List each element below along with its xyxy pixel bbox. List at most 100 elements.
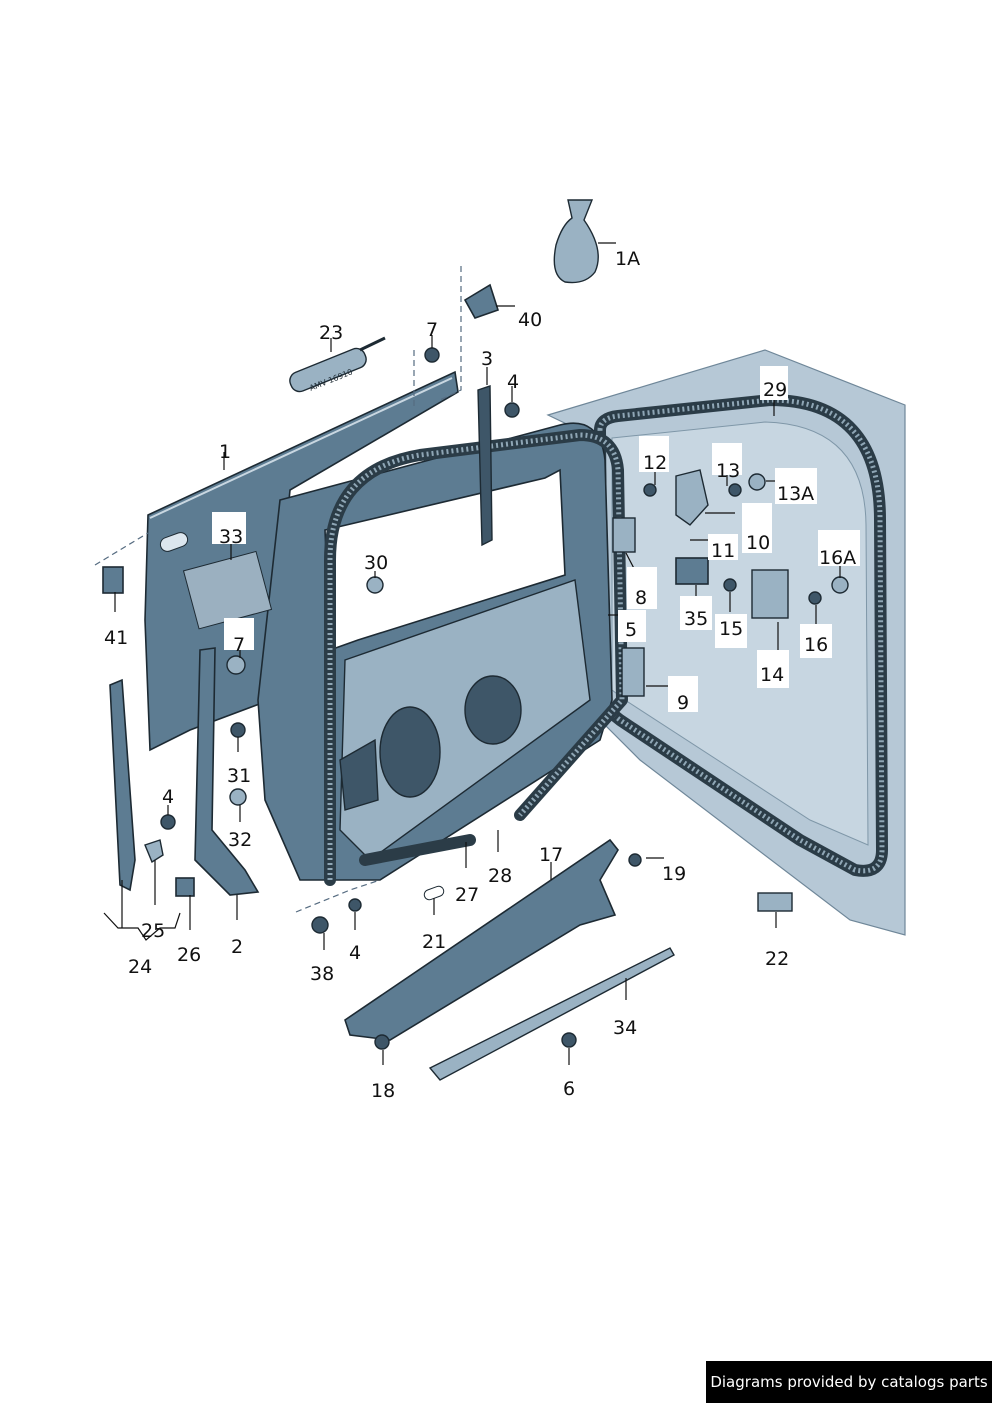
label-13A: 13A — [777, 483, 814, 505]
cover-35 — [675, 557, 709, 585]
label-25: 25 — [141, 920, 165, 942]
label-5: 5 — [625, 619, 637, 641]
label-15: 15 — [719, 618, 743, 640]
label-22: 22 — [765, 948, 789, 970]
label-bg-11 — [708, 534, 738, 560]
label-38: 38 — [310, 963, 334, 985]
label-18: 18 — [371, 1080, 395, 1102]
label-13: 13 — [716, 460, 740, 482]
hinge-upper — [675, 469, 709, 526]
label-12: 12 — [643, 452, 667, 474]
label-16: 16 — [804, 634, 828, 656]
screw-4-bottom — [348, 898, 362, 912]
label-3: 3 — [481, 348, 493, 370]
sill-strip-34 — [428, 947, 675, 1081]
bolt-16 — [808, 591, 822, 605]
speaker-opening — [379, 706, 441, 798]
label-bg-7b — [224, 618, 254, 650]
outer-door-skin-edge — [149, 377, 453, 519]
door-seal-lower — [359, 834, 476, 866]
clip-41 — [102, 566, 124, 594]
leader-lines — [103, 242, 841, 1065]
label-16A: 16A — [819, 547, 856, 569]
check-strap-14 — [751, 569, 789, 619]
label-34: 34 — [613, 1017, 637, 1039]
label-19: 19 — [662, 863, 686, 885]
assembly-line-38 — [295, 879, 381, 913]
bolt-15 — [723, 578, 737, 592]
cover-22 — [757, 892, 793, 912]
guide-rail-3 — [477, 385, 493, 547]
label-40: 40 — [518, 309, 542, 331]
label-33: 33 — [219, 526, 243, 548]
label-26: 26 — [177, 944, 201, 966]
nut-16a — [831, 576, 849, 594]
clip-25 — [144, 839, 164, 864]
label-bg-15 — [715, 614, 747, 648]
bolt-12 — [643, 483, 657, 497]
label-1A: 1A — [615, 248, 640, 270]
bolt-38 — [311, 916, 329, 934]
label-17: 17 — [539, 844, 563, 866]
clip-26 — [175, 877, 195, 897]
clip-31 — [230, 722, 246, 738]
label-11: 11 — [711, 540, 735, 562]
label-24: 24 — [128, 956, 152, 978]
grease-bag — [553, 199, 599, 284]
plug-30 — [366, 576, 384, 594]
label-14: 14 — [760, 664, 784, 686]
clip-7-lower — [226, 655, 246, 675]
label-21: 21 — [422, 931, 446, 953]
bolt-13 — [728, 483, 742, 497]
label-bg-29 — [760, 366, 788, 400]
nut-13a — [748, 473, 766, 491]
seal-strip-2 — [194, 647, 260, 896]
clip-6 — [561, 1032, 577, 1048]
door-seal-upper-texture — [327, 432, 625, 880]
door-handle-recess — [159, 532, 189, 552]
label-2: 2 — [231, 936, 243, 958]
label-bg-35 — [680, 596, 712, 630]
clip-7 — [424, 347, 440, 363]
label-bg-13 — [712, 443, 742, 475]
label-32: 32 — [228, 829, 252, 851]
label-6: 6 — [563, 1078, 575, 1100]
screw-4-left — [160, 814, 176, 830]
label-7-lower: 7 — [233, 634, 245, 656]
label-bg-13a — [775, 468, 817, 504]
label-31: 31 — [227, 765, 251, 787]
label-bg-5 — [618, 610, 646, 642]
plug-32 — [229, 788, 247, 806]
label-7-top: 7 — [426, 319, 438, 341]
assembly-line-41 — [94, 532, 149, 566]
seal-strip-24 — [109, 678, 136, 892]
label-bg-16a — [818, 530, 860, 566]
label-23: 23 — [319, 322, 343, 344]
label-4-top: 4 — [507, 371, 519, 393]
label-10: 10 — [746, 532, 770, 554]
label-bg-12 — [639, 436, 669, 472]
label-9: 9 — [677, 692, 689, 714]
lower-opening — [339, 738, 379, 811]
plate-8 — [612, 517, 636, 553]
panel-opening — [464, 675, 522, 745]
part-labels: 1A 40 23 7 3 4 29 1 12 13 13A 33 30 11 1… — [104, 248, 856, 1102]
plug-21 — [423, 885, 445, 901]
attribution-banner: Diagrams provided by catalogs parts — [706, 1361, 992, 1403]
label-bg-9 — [668, 676, 698, 712]
label-35: 35 — [684, 608, 708, 630]
label-bg-10 — [742, 503, 772, 553]
label-bg-33 — [212, 512, 246, 544]
assembly-line-40 — [439, 266, 462, 401]
bolt-18 — [374, 1034, 390, 1050]
stop-block — [463, 283, 499, 319]
label-bg-30 — [360, 535, 390, 571]
label-27: 27 — [455, 884, 479, 906]
label-8: 8 — [635, 587, 647, 609]
label-4-left: 4 — [162, 786, 174, 808]
label-4-bottom: 4 — [349, 942, 361, 964]
plate-9 — [621, 647, 645, 697]
label-30: 30 — [364, 552, 388, 574]
label-28: 28 — [488, 865, 512, 887]
